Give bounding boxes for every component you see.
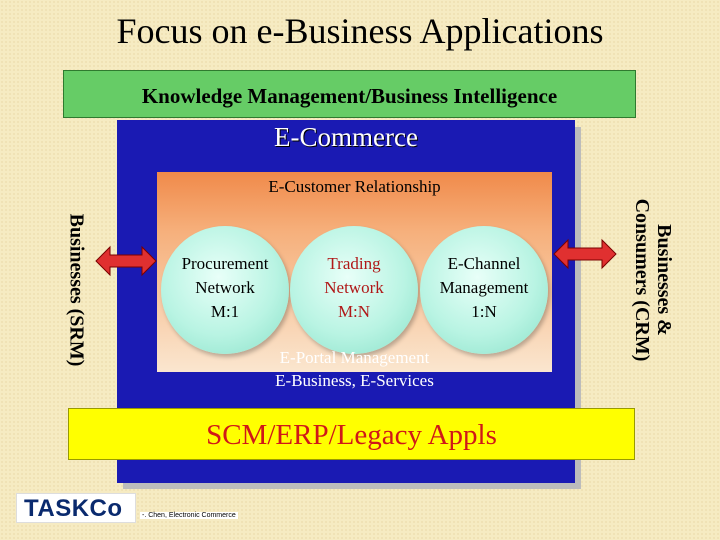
- echannel-line2: Management: [439, 278, 529, 297]
- right-side-line2: Consumers (CRM): [631, 198, 653, 362]
- echannel-circle: [420, 226, 548, 354]
- page-title: Focus on e-Business Applications: [116, 11, 604, 51]
- procurement-text: Procurement Network M:1: [161, 252, 289, 324]
- procurement-ratio: M:1: [210, 302, 240, 321]
- procurement-line1: Procurement: [181, 254, 269, 273]
- businesses-srm-label: Businesses (SRM): [65, 213, 88, 367]
- trading-circle: [290, 226, 418, 354]
- echannel-text: E-Channel Management 1:N: [420, 252, 548, 324]
- customer-relationship-label: E-Customer Relationship: [268, 177, 441, 196]
- credit-text: -. Chen, Electronic Commerce: [140, 512, 238, 519]
- trading-line2: Network: [324, 278, 384, 297]
- portal-line2: E-Business, E-Services: [275, 371, 434, 390]
- businesses-consumers-label: Businesses & Consumers (CRM): [631, 199, 675, 362]
- portal-text: E-Portal Management E-Business, E-Servic…: [157, 346, 552, 392]
- ecommerce-label: E-Commerce: [274, 122, 418, 152]
- echannel-line1: E-Channel: [447, 254, 521, 273]
- procurement-circle: [161, 226, 289, 354]
- echannel-ratio: 1:N: [471, 302, 497, 321]
- procurement-line2: Network: [195, 278, 255, 297]
- right-double-arrow-icon: [553, 238, 617, 270]
- left-double-arrow-icon: [95, 245, 157, 277]
- trading-text: Trading Network M:N: [290, 252, 418, 324]
- right-side-line1: Businesses &: [653, 224, 675, 336]
- knowledge-management-box: Knowledge Management/Business Intelligen…: [63, 70, 636, 118]
- portal-line1: E-Portal Management: [279, 348, 430, 367]
- taskco-logo-text: TASKCo: [24, 495, 123, 522]
- trading-ratio: M:N: [337, 302, 371, 321]
- trading-line1: Trading: [327, 254, 381, 273]
- scm-erp-box: SCM/ERP/Legacy Appls: [68, 408, 635, 460]
- taskco-logo: [17, 494, 135, 522]
